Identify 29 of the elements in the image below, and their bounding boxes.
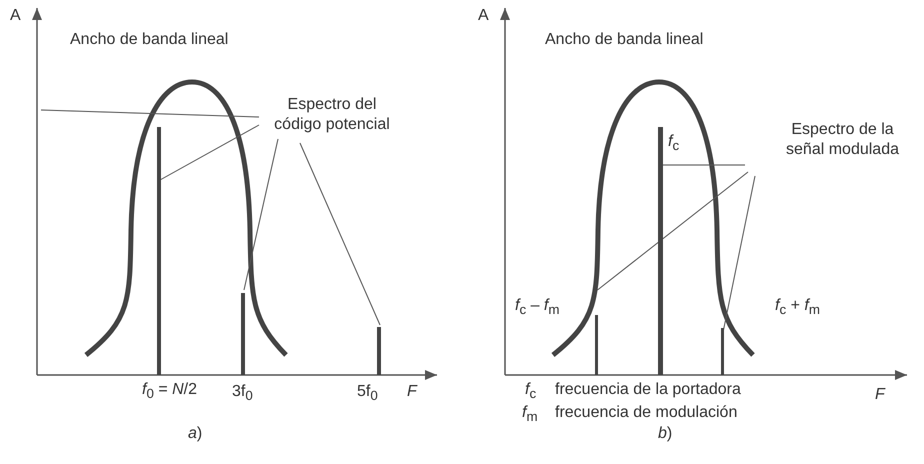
spectral-line [721,328,724,375]
frequency-label: 5f$_{0}$ [357,382,378,406]
axis-label: F [875,385,885,405]
legend-symbol: f$_{c}$ [525,380,536,404]
panel-label: b) [658,424,672,444]
axis-label: A [10,6,21,26]
leader-line [597,172,748,290]
legend-symbol: f$_{m}$ [522,403,538,426]
frequency-label: f$_{c}$ – f$_{m}$ [515,296,560,320]
chart-title: Ancho de banda lineal [70,30,228,50]
leader-line [40,110,260,118]
frequency-label: f$_{0}$ = N/2 [142,380,198,404]
axis-label: F [407,382,417,402]
frequency-label: f$_{c}$ + f$_{m}$ [775,296,820,320]
legend-text: frecuencia de la portadora [555,380,741,400]
spectral-line [595,315,598,375]
callout-text: Espectro del código potencial [262,95,402,135]
leader-line [160,124,260,180]
leader-line [723,176,756,330]
leader-line [661,164,746,166]
chart-title: Ancho de banda lineal [545,30,704,50]
frequency-label: f$_{c}$ [668,132,680,156]
leader-line [300,142,380,326]
axis-label: A [478,6,489,26]
leader-line [244,138,278,290]
panel-label: a) [188,424,202,444]
frequency-label: 3f$_{0}$ [232,382,253,406]
legend-text: frecuencia de modulación [555,403,738,423]
callout-text: Espectro de la señal modulada [775,120,910,160]
